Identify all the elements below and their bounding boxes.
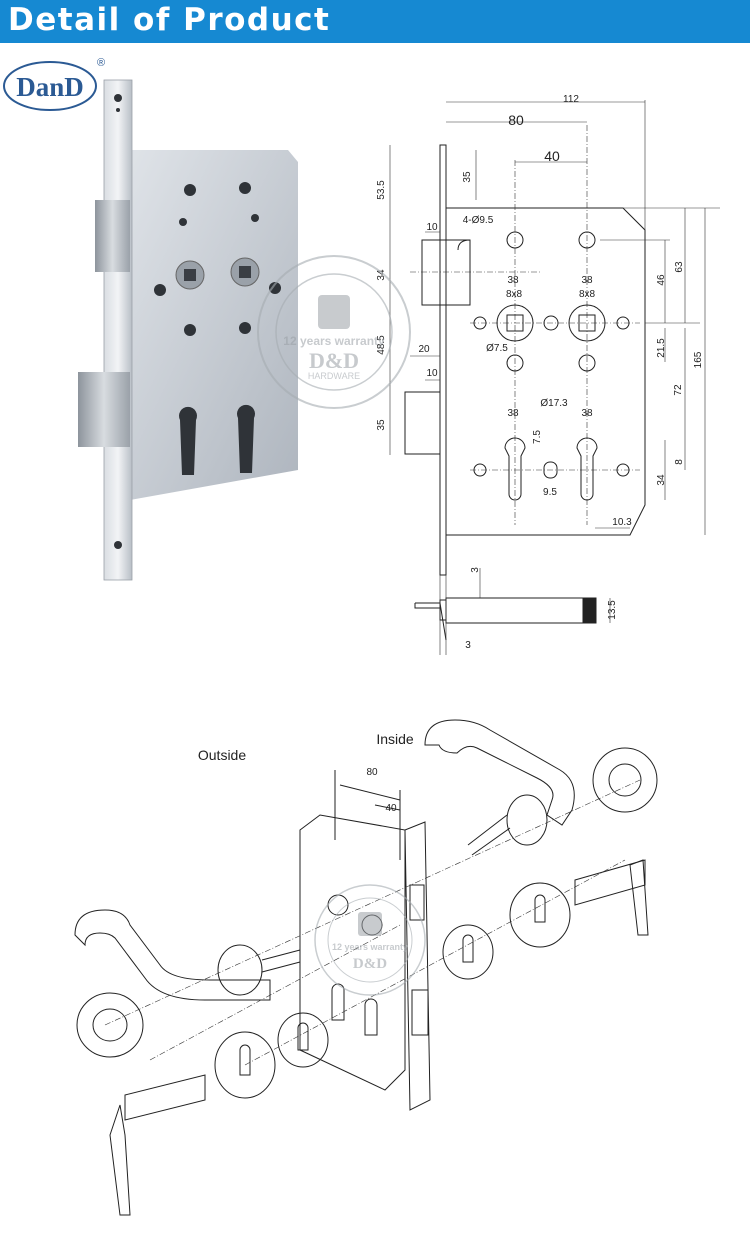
dim-13-5: 13.5	[607, 600, 618, 620]
dim-40: 40	[544, 148, 560, 164]
exploded-dim-80: 80	[366, 767, 378, 778]
logo-text: DanD	[16, 72, 84, 102]
dim-7-5-dia: Ø7.5	[486, 343, 508, 354]
watermark-seal-small: 12 years warranty D&D	[314, 884, 426, 996]
dim-38-b: 38	[581, 275, 593, 286]
dim-46: 46	[656, 274, 667, 286]
header-banner: Detail of Product	[0, 0, 750, 43]
svg-text:12 years warranty: 12 years warranty	[332, 942, 408, 952]
dim-53-5: 53.5	[376, 180, 387, 200]
dim-34-right: 34	[656, 474, 667, 486]
dim-35-top: 35	[462, 171, 473, 183]
watermark-sub: HARDWARE	[308, 371, 360, 381]
dim-10-a: 10	[426, 222, 438, 233]
page-title: Detail of Product	[8, 2, 331, 38]
svg-text:D&D: D&D	[353, 956, 387, 972]
registered-mark: ®	[97, 57, 105, 69]
dim-48-5: 48.5	[376, 335, 387, 355]
dim-165: 165	[693, 351, 704, 368]
dim-38-a: 38	[507, 275, 519, 286]
dim-112: 112	[563, 94, 579, 105]
label-outside: Outside	[198, 747, 246, 763]
exploded-view: Outside Inside 80 40	[74, 719, 658, 1216]
dim-3-a: 3	[470, 567, 481, 573]
mortise-lock-photo	[78, 79, 298, 581]
dim-10-b: 10	[426, 368, 438, 379]
dim-63: 63	[674, 261, 685, 273]
hole-spec: 4-Ø9.5	[463, 215, 494, 226]
dim-9-5: 9.5	[543, 487, 557, 498]
dim-8x8-a: 8x8	[506, 289, 523, 300]
dim-20: 20	[418, 344, 430, 355]
dim-38-c: 38	[507, 408, 519, 419]
label-inside: Inside	[376, 731, 414, 747]
watermark-brand: D&D	[309, 348, 359, 373]
dim-3-b: 3	[465, 640, 471, 651]
dim-7-5: 7.5	[532, 430, 543, 444]
dim-80: 80	[508, 112, 524, 128]
dim-21-5: 21.5	[656, 338, 667, 358]
dim-35-left: 35	[376, 419, 387, 431]
dim-8: 8	[674, 459, 685, 465]
watermark-warranty: 12 years warranty	[283, 334, 385, 348]
dand-logo: DanD ®	[3, 57, 105, 111]
watermark-seal: 12 years warranty D&D HARDWARE	[257, 255, 411, 409]
dim-72: 72	[673, 384, 684, 396]
dim-17-3-dia: Ø17.3	[540, 398, 568, 409]
dimension-drawing: 112 80 40 53.5 35 4-Ø9.5 10 34 38 38 8x8…	[376, 94, 720, 655]
dim-8x8-b: 8x8	[579, 289, 596, 300]
dim-10-3: 10.3	[612, 517, 632, 528]
dim-34-left: 34	[376, 269, 387, 281]
dim-38-d: 38	[581, 408, 593, 419]
